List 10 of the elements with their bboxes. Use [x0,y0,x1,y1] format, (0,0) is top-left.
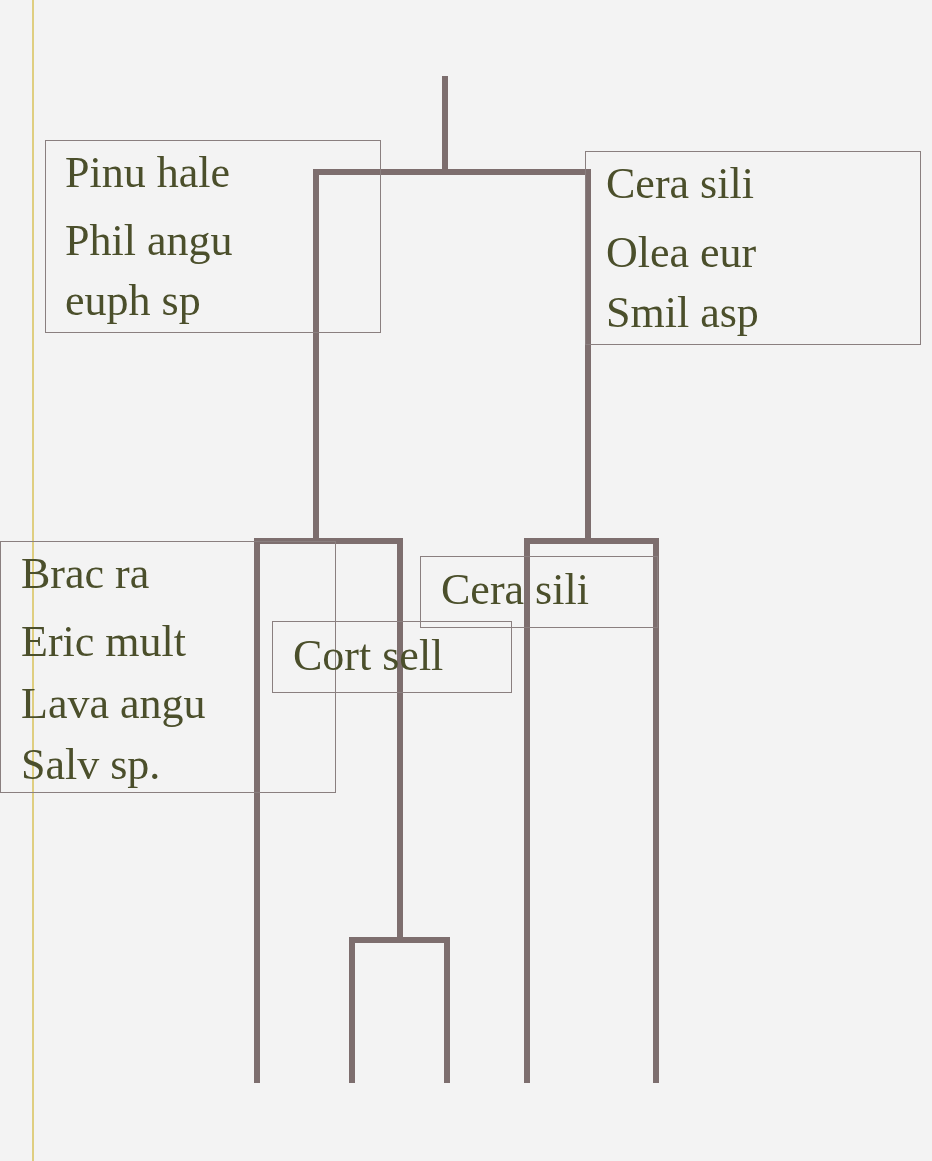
label-box [45,140,381,333]
species-label: Phil angu [65,215,233,267]
species-label: Olea eur [606,227,757,279]
species-label: Smil asp [606,287,759,339]
species-label: Cera sili [441,564,589,616]
label-box [585,151,921,345]
label-box [420,556,658,628]
species-label: Cera sili [606,158,754,210]
species-label: Pinu hale [65,147,230,199]
species-label: euph sp [65,275,201,327]
